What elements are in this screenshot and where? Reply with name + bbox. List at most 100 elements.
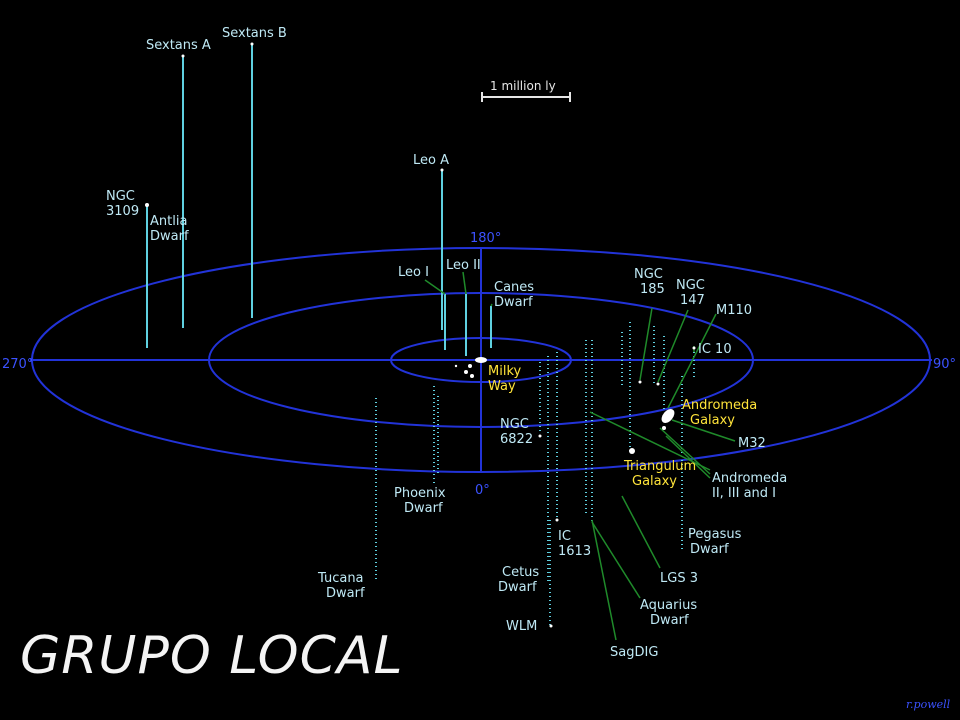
label-andromeda-l2: Galaxy xyxy=(690,413,735,428)
dot-leo-a xyxy=(440,168,444,172)
label-pegasus-l2: Dwarf xyxy=(690,542,729,557)
angle-label-top: 180° xyxy=(470,231,501,246)
label-pegasus: Pegasus Dwarf xyxy=(688,527,746,557)
dot-sextans-a xyxy=(181,54,185,58)
label-milky-way-l2: Way xyxy=(488,379,516,394)
label-phoenix: Phoenix Dwarf xyxy=(394,486,450,516)
pointer-leo-ii xyxy=(462,271,467,295)
label-andromeda: Andromeda Galaxy xyxy=(682,398,761,428)
label-sextans-a: Sextans A xyxy=(146,38,211,53)
label-wlm: WLM xyxy=(506,619,537,634)
slide-caption: GRUPO LOCAL xyxy=(20,626,404,686)
label-sextans-b: Sextans B xyxy=(222,26,287,41)
pointer-ngc147 xyxy=(657,309,689,383)
label-antlia: Antlia Dwarf xyxy=(150,214,192,244)
dot-wlm xyxy=(549,624,553,628)
dot-ic1613 xyxy=(555,518,559,522)
pointer-m110 xyxy=(667,313,717,409)
label-ic1613-l2: 1613 xyxy=(558,544,591,559)
label-ngc3109: NGC 3109 xyxy=(106,189,139,219)
label-andromeda-satellites-l2: II, III and I xyxy=(712,486,776,501)
label-milky-way-l1: Milky xyxy=(488,364,522,379)
label-triangulum-l2: Galaxy xyxy=(632,474,677,489)
label-antlia-l2: Dwarf xyxy=(150,229,189,244)
angle-label-left: 270° xyxy=(2,357,33,372)
label-tucana: Tucana Dwarf xyxy=(317,571,368,601)
label-canes-l1: Canes xyxy=(494,280,534,295)
dot-ngc147 xyxy=(656,382,660,386)
label-ic10: IC 10 xyxy=(698,342,732,357)
label-ngc147-l1: NGC xyxy=(676,278,705,293)
label-canes: Canes Dwarf xyxy=(494,280,538,310)
label-aquarius-l1: Aquarius xyxy=(640,598,697,613)
pointer-lines xyxy=(424,271,736,641)
dot-mw-sat-4 xyxy=(454,364,458,368)
label-leo-a: Leo A xyxy=(413,153,449,168)
label-ngc185-l2: 185 xyxy=(640,282,665,297)
dot-mw-sat-2 xyxy=(464,370,468,374)
dot-m32 xyxy=(662,426,666,430)
label-antlia-l1: Antlia xyxy=(150,214,187,229)
label-ngc3109-l1: NGC xyxy=(106,189,135,204)
label-ic1613-l1: IC xyxy=(558,529,571,544)
label-m32: M32 xyxy=(738,436,766,451)
label-cetus: Cetus Dwarf xyxy=(498,565,543,595)
label-ic1613: IC 1613 xyxy=(558,529,591,559)
label-aquarius: Aquarius Dwarf xyxy=(640,598,701,628)
label-cetus-l1: Cetus xyxy=(502,565,539,580)
dot-andromeda xyxy=(661,409,675,423)
dot-ngc3109 xyxy=(145,203,149,207)
label-triangulum-l1: Triangulum xyxy=(623,459,696,474)
pointer-sagdig xyxy=(591,519,617,641)
dot-triangulum xyxy=(629,448,635,454)
label-andromeda-satellites-l1: Andromeda xyxy=(712,471,787,486)
angle-label-bottom: 0° xyxy=(475,483,490,498)
label-leo-i: Leo I xyxy=(398,265,429,280)
label-milky-way: Milky Way xyxy=(488,364,525,394)
pointer-ngc185 xyxy=(639,307,653,381)
label-ngc6822-l1: NGC xyxy=(500,417,529,432)
label-cetus-l2: Dwarf xyxy=(498,580,537,595)
galaxy-markers xyxy=(145,42,696,628)
label-tucana-l2: Dwarf xyxy=(326,586,365,601)
dot-sextans-b xyxy=(250,42,254,46)
galaxy-labels: Sextans A Sextans B NGC 3109 Antlia Dwar… xyxy=(106,26,791,660)
pointer-lgs3 xyxy=(621,495,661,569)
dot-ngc6822 xyxy=(538,434,542,438)
dot-ngc185 xyxy=(638,380,642,384)
label-canes-l2: Dwarf xyxy=(494,295,533,310)
label-ngc147-l2: 147 xyxy=(680,293,705,308)
label-pegasus-l1: Pegasus xyxy=(688,527,742,542)
label-ngc185-l1: NGC xyxy=(634,267,663,282)
label-ngc6822: NGC 6822 xyxy=(500,417,533,447)
pointer-andromeda-sats-3 xyxy=(665,435,711,479)
pointer-leo-i xyxy=(424,279,446,295)
pointer-m32 xyxy=(671,419,736,442)
dot-mw-sat-3 xyxy=(470,374,474,378)
stems-above-plane xyxy=(146,44,492,356)
pointer-canes xyxy=(490,303,493,307)
label-phoenix-l2: Dwarf xyxy=(404,501,443,516)
scale-bar xyxy=(481,92,571,102)
label-aquarius-l2: Dwarf xyxy=(650,613,689,628)
author-credit: r.powell xyxy=(906,698,951,711)
dot-milky-way xyxy=(475,357,487,363)
label-sagdig: SagDIG xyxy=(610,645,658,660)
pointer-aquarius xyxy=(591,521,641,599)
label-leo-ii: Leo II xyxy=(446,258,481,273)
label-triangulum: Triangulum Galaxy xyxy=(623,459,700,489)
label-andromeda-l1: Andromeda xyxy=(682,398,757,413)
label-andromeda-satellites: Andromeda II, III and I xyxy=(712,471,791,501)
label-phoenix-l1: Phoenix xyxy=(394,486,446,501)
label-ngc147: NGC 147 xyxy=(676,278,709,308)
pointer-andromeda-sats-2 xyxy=(659,427,711,475)
pointer-andromeda-sats-1 xyxy=(589,411,711,471)
angle-label-right: 90° xyxy=(933,357,956,372)
label-ngc3109-l2: 3109 xyxy=(106,204,139,219)
dot-mw-sat-1 xyxy=(468,364,472,368)
label-m110: M110 xyxy=(716,303,752,318)
dot-ic10 xyxy=(692,346,696,350)
scale-label: 1 million ly xyxy=(490,79,556,93)
